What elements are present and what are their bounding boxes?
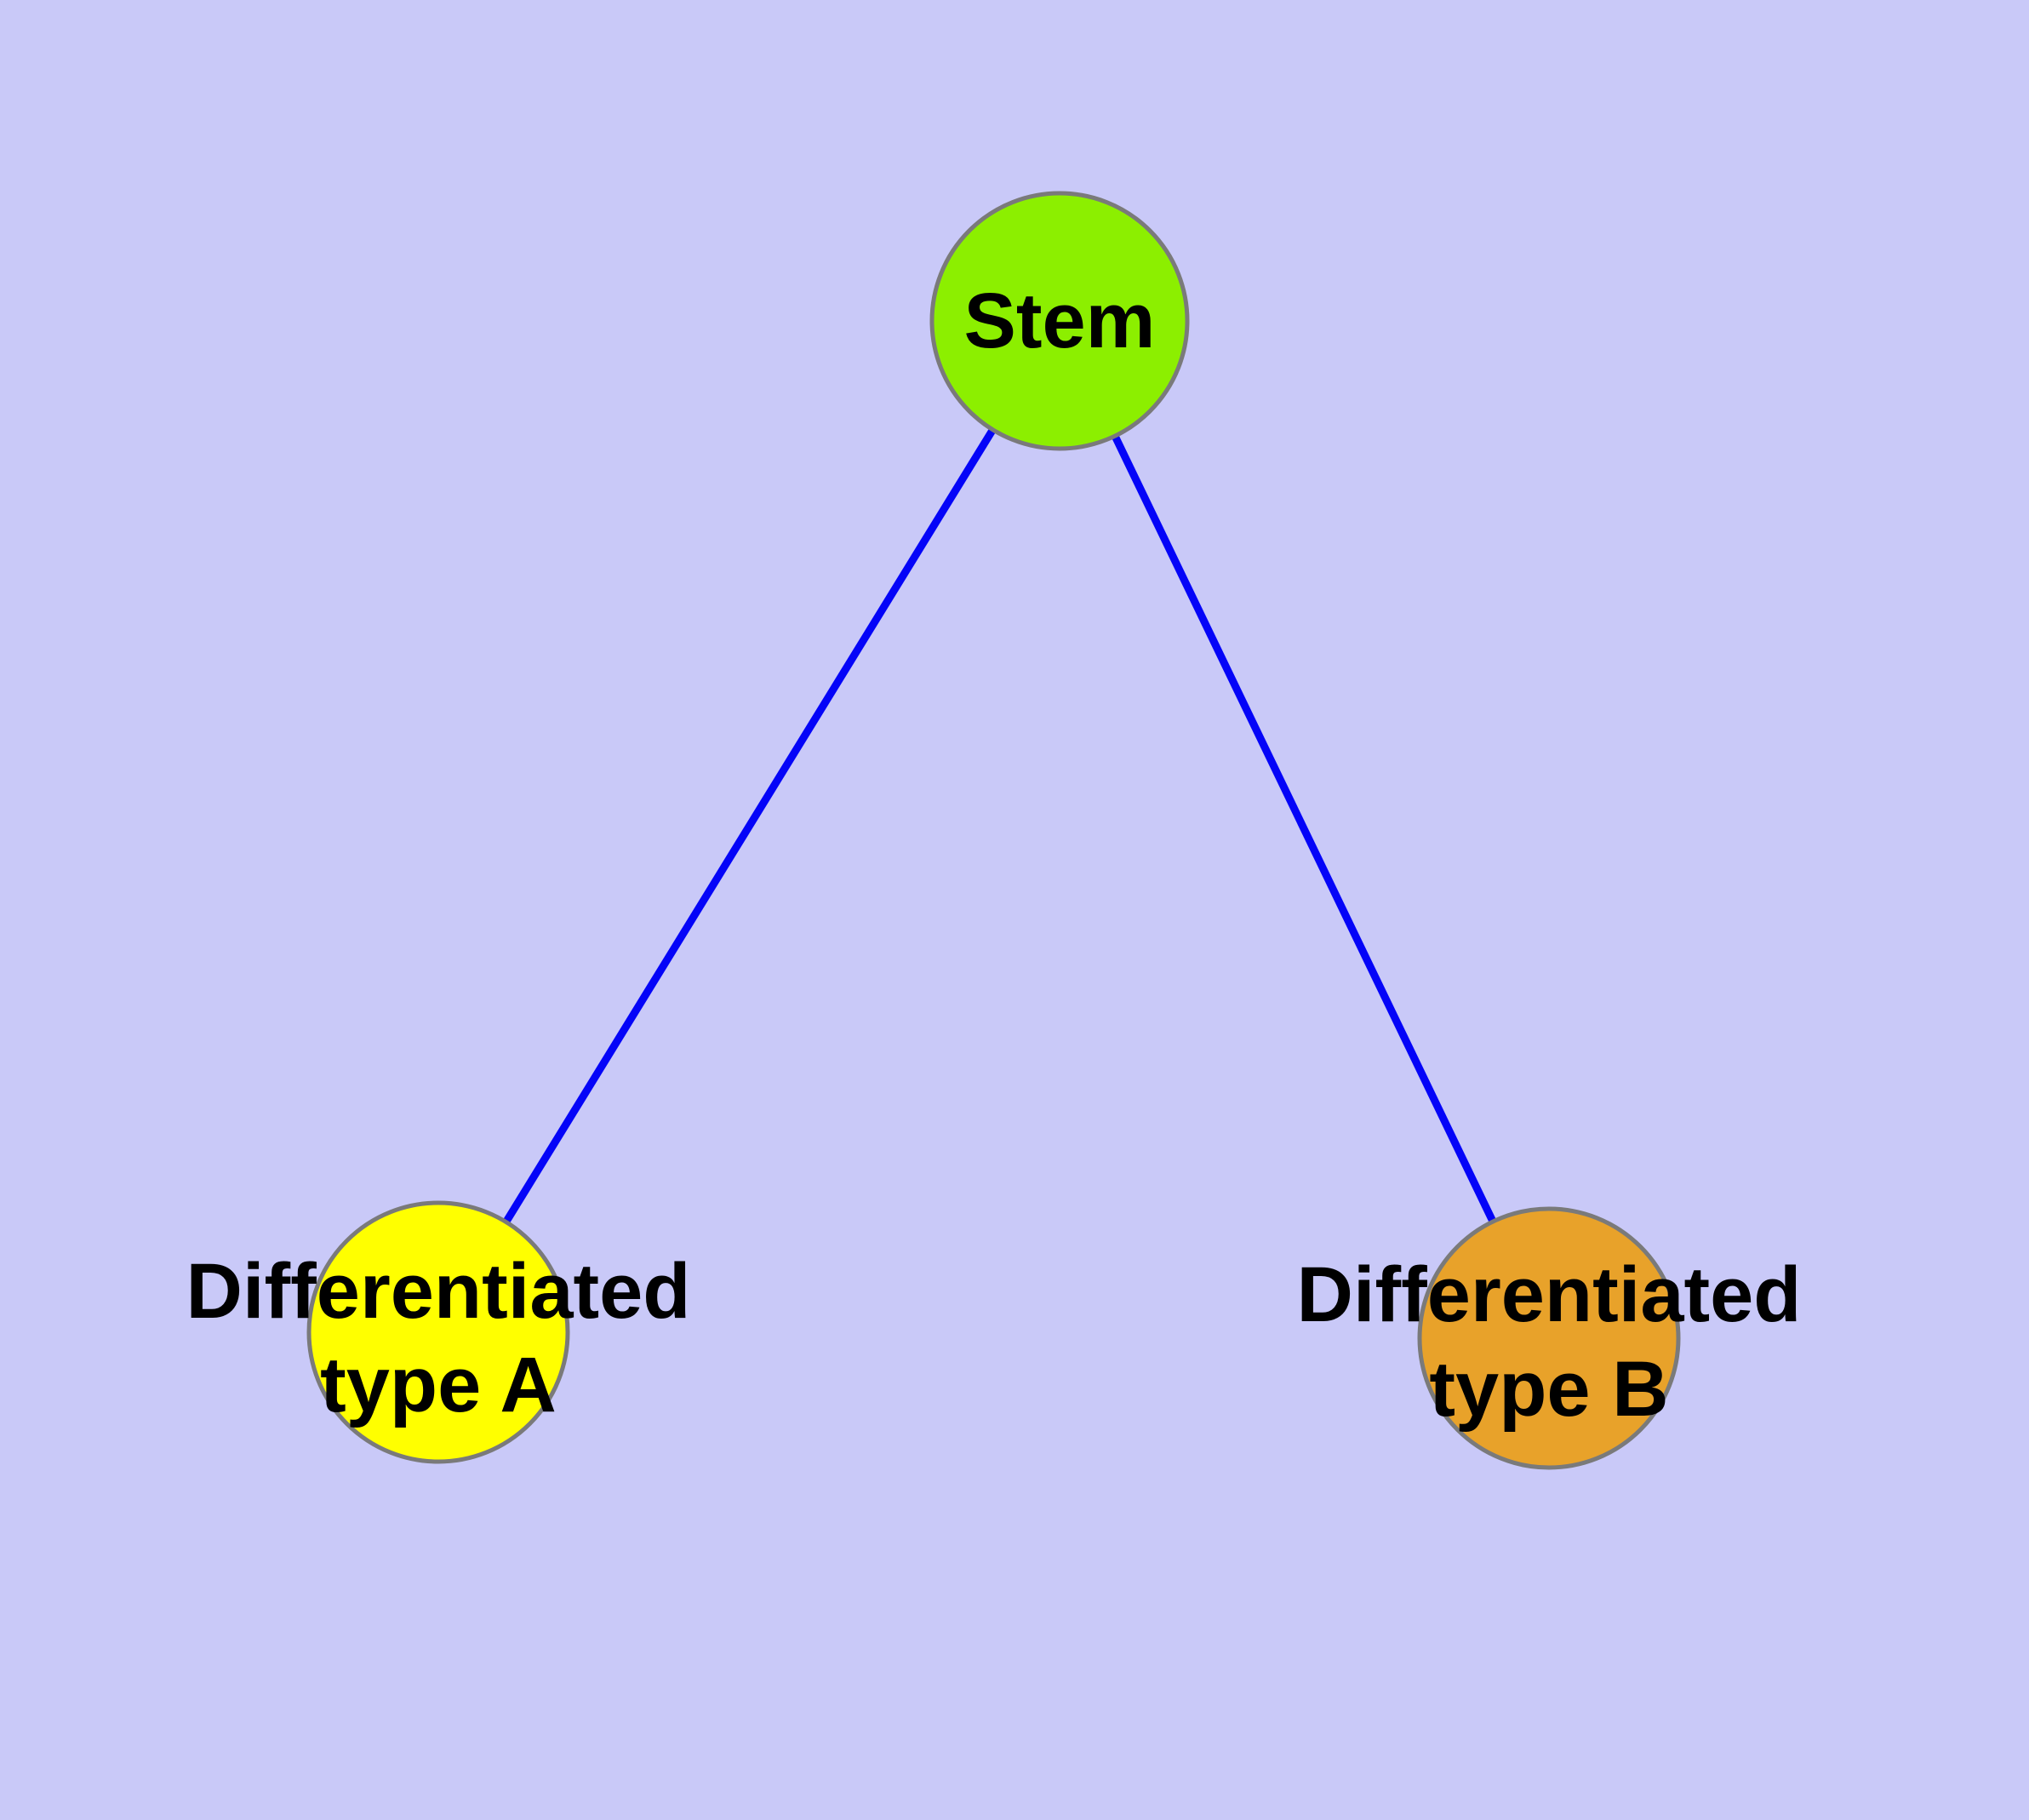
node-differentiated-type-b: Differentiated type B: [1297, 1206, 1802, 1470]
node-differentiated-type-a: Differentiated type A: [186, 1200, 691, 1464]
edge-stem-to-type-a: [435, 318, 1063, 1335]
node-stem-circle: [929, 191, 1190, 451]
node-type-a-circle: [306, 1200, 570, 1464]
node-type-a-label-line1: Differentiated: [186, 1248, 691, 1335]
node-type-b-label-line1: Differentiated: [1297, 1251, 1802, 1338]
node-type-a-label-line2: type A: [320, 1342, 557, 1428]
node-stem: Stem: [929, 191, 1190, 451]
node-stem-label: Stem: [964, 278, 1156, 364]
edge-stem-to-type-b: [1055, 319, 1553, 1340]
node-type-b-circle: [1417, 1206, 1681, 1470]
node-type-b-label-line2: type B: [1429, 1346, 1668, 1433]
